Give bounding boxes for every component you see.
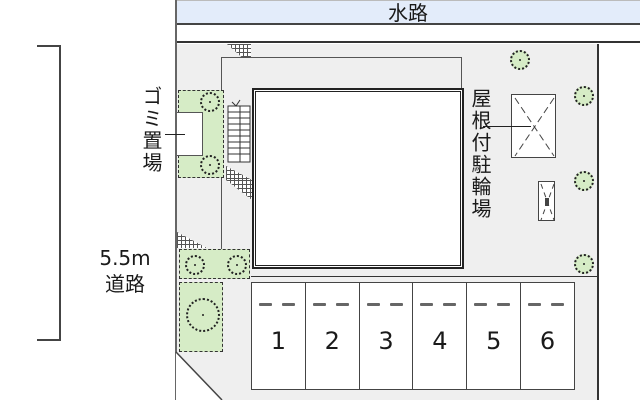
tree-icon (574, 254, 594, 274)
road-width: 5.5m (99, 246, 151, 270)
parking-space-5: 5 (467, 283, 522, 389)
road-name: 道路 (105, 272, 145, 296)
canal-label: 水路 (176, 0, 640, 25)
utility-box (538, 181, 555, 221)
bike-parking-label: 屋根付駐輪場 (468, 88, 492, 220)
tree-icon (227, 255, 247, 275)
parking-area: 1 2 3 4 5 6 (251, 282, 575, 390)
stairs-icon (227, 99, 251, 163)
tree-icon (185, 255, 205, 275)
road-width-bracket (37, 45, 61, 341)
parking-number: 4 (432, 327, 448, 355)
tree-icon (510, 50, 530, 70)
garbage-area-label: ゴミ置場 (139, 86, 163, 174)
parking-top-line (251, 276, 599, 277)
parking-space-6: 6 (521, 283, 574, 389)
parking-space-2: 2 (306, 283, 360, 389)
tree-icon (200, 92, 220, 112)
parking-number: 1 (270, 327, 287, 355)
garbage-leader-line (165, 134, 185, 135)
parking-number: 5 (486, 327, 502, 355)
tree-icon (574, 171, 594, 191)
tree-icon (200, 155, 220, 175)
parking-number: 3 (378, 327, 394, 355)
apartment-building (252, 88, 464, 269)
parking-number: 2 (324, 327, 340, 355)
tree-icon (574, 86, 594, 106)
parking-space-3: 3 (360, 283, 414, 389)
parking-number: 6 (539, 327, 556, 355)
road-edge-line (175, 0, 177, 400)
parking-space-1: 1 (252, 283, 306, 389)
lot-corner-diagonal (175, 351, 223, 400)
canal-bank (176, 25, 640, 43)
tree-icon-large (186, 298, 220, 332)
parking-space-4: 4 (413, 283, 468, 389)
bike-label-leader-line (483, 126, 531, 127)
road-label: 5.5m 道路 (70, 245, 180, 297)
